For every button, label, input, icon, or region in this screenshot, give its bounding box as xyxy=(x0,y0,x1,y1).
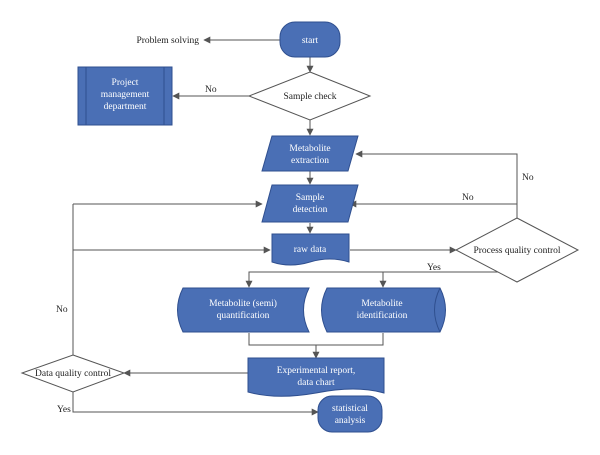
statistical-line2: analysis xyxy=(335,416,366,426)
data-qc-label: Data quality control xyxy=(35,369,111,379)
detection-line2: detection xyxy=(293,205,328,215)
label-no-process-mid: No xyxy=(462,193,474,203)
merge-line xyxy=(248,333,384,346)
label-no-process-top: No xyxy=(522,173,534,183)
label-yes-process: Yes xyxy=(427,263,441,273)
statistical-line1: statistical xyxy=(332,404,368,414)
statistical-analysis-node: statistical analysis xyxy=(317,395,383,433)
metabolite-extraction-node: Metabolite extraction xyxy=(261,135,359,172)
identification-line2: identification xyxy=(357,310,408,321)
label-yes-data-qc: Yes xyxy=(57,405,71,415)
semi-quant-line1: Metabolite (semi) xyxy=(209,298,277,309)
report-line1: Experimental report, xyxy=(277,366,356,376)
project-dept-line1: Project xyxy=(112,78,139,88)
extraction-line1: Metabolite xyxy=(289,144,330,154)
label-no-data-qc: No xyxy=(56,305,68,315)
extraction-line2: extraction xyxy=(291,156,329,166)
semi-quant-line2: quantification xyxy=(217,310,270,321)
process-qc-node: Process quality control xyxy=(454,217,580,283)
project-dept-line3: department xyxy=(104,102,147,112)
arrow-data-qc-to-statistical xyxy=(72,392,319,416)
sample-check-label: Sample check xyxy=(283,92,336,102)
identification-node: Metabolite identification xyxy=(321,287,446,333)
raw-data-node: raw data xyxy=(271,233,350,266)
semi-quantification-node: Metabolite (semi) quantification xyxy=(177,287,310,333)
start-label: start xyxy=(302,36,319,46)
arrow-process-qc-to-extraction xyxy=(355,150,518,218)
data-qc-node: Data quality control xyxy=(20,354,126,393)
start-node: start xyxy=(279,21,341,58)
detection-line1: Sample xyxy=(296,193,325,203)
report-line2: data chart xyxy=(297,378,335,388)
raw-data-label: raw data xyxy=(294,245,327,255)
report-node: Experimental report, data chart xyxy=(247,357,385,397)
problem-solving-label: Problem solving xyxy=(136,36,199,46)
connectors xyxy=(72,36,518,416)
process-qc-label: Process quality control xyxy=(473,246,560,256)
label-no-sample-check: No xyxy=(205,85,217,95)
sample-check-node: Sample check xyxy=(247,71,372,121)
identification-line1: Metabolite xyxy=(361,299,402,309)
project-dept-node: Project management department xyxy=(77,66,173,126)
sample-detection-node: Sample detection xyxy=(261,184,359,223)
project-dept-line2: management xyxy=(101,90,150,100)
